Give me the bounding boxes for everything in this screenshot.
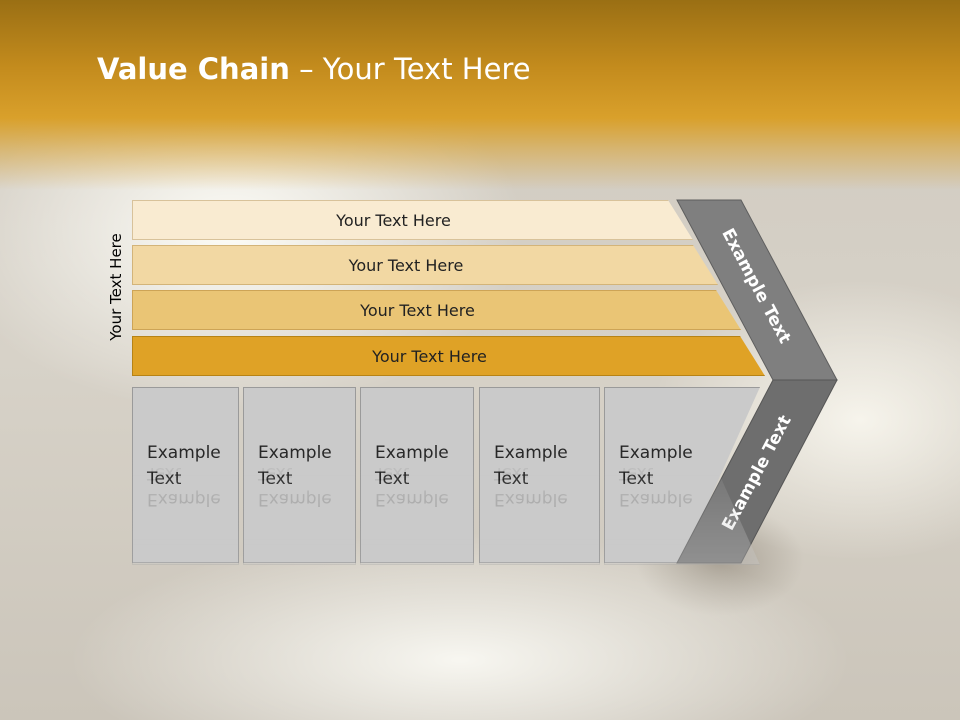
- support-band-3: Your Text Here: [132, 290, 741, 330]
- box-line-1: Example: [147, 443, 221, 463]
- support-band-1: Your Text Here: [132, 200, 693, 240]
- support-band-label: Your Text Here: [336, 210, 451, 230]
- box-line-2: Text: [494, 469, 529, 489]
- support-band-label: Your Text Here: [348, 255, 464, 275]
- box-line-1: Example: [375, 443, 449, 463]
- box-line-1: Example: [619, 443, 693, 463]
- box-line-2: Text: [147, 469, 182, 489]
- support-band-label: Your Text Here: [360, 300, 475, 320]
- support-band-2: Your Text Here: [132, 245, 718, 285]
- box-line-2: Text: [258, 469, 293, 489]
- side-label: Your Text Here: [107, 233, 125, 341]
- box-line-2: Text: [619, 469, 654, 489]
- support-band-label: Your Text Here: [372, 346, 487, 366]
- title-bold: Value Chain: [97, 52, 290, 86]
- header-band: [0, 0, 960, 190]
- box-line-2: Text: [375, 469, 410, 489]
- slide-title: Value Chain – Your Text Here: [97, 52, 531, 86]
- box-line-1: Example: [494, 443, 568, 463]
- title-rest: – Your Text Here: [289, 52, 531, 86]
- support-band-4: Your Text Here: [132, 336, 765, 376]
- box-line-1: Example: [258, 443, 332, 463]
